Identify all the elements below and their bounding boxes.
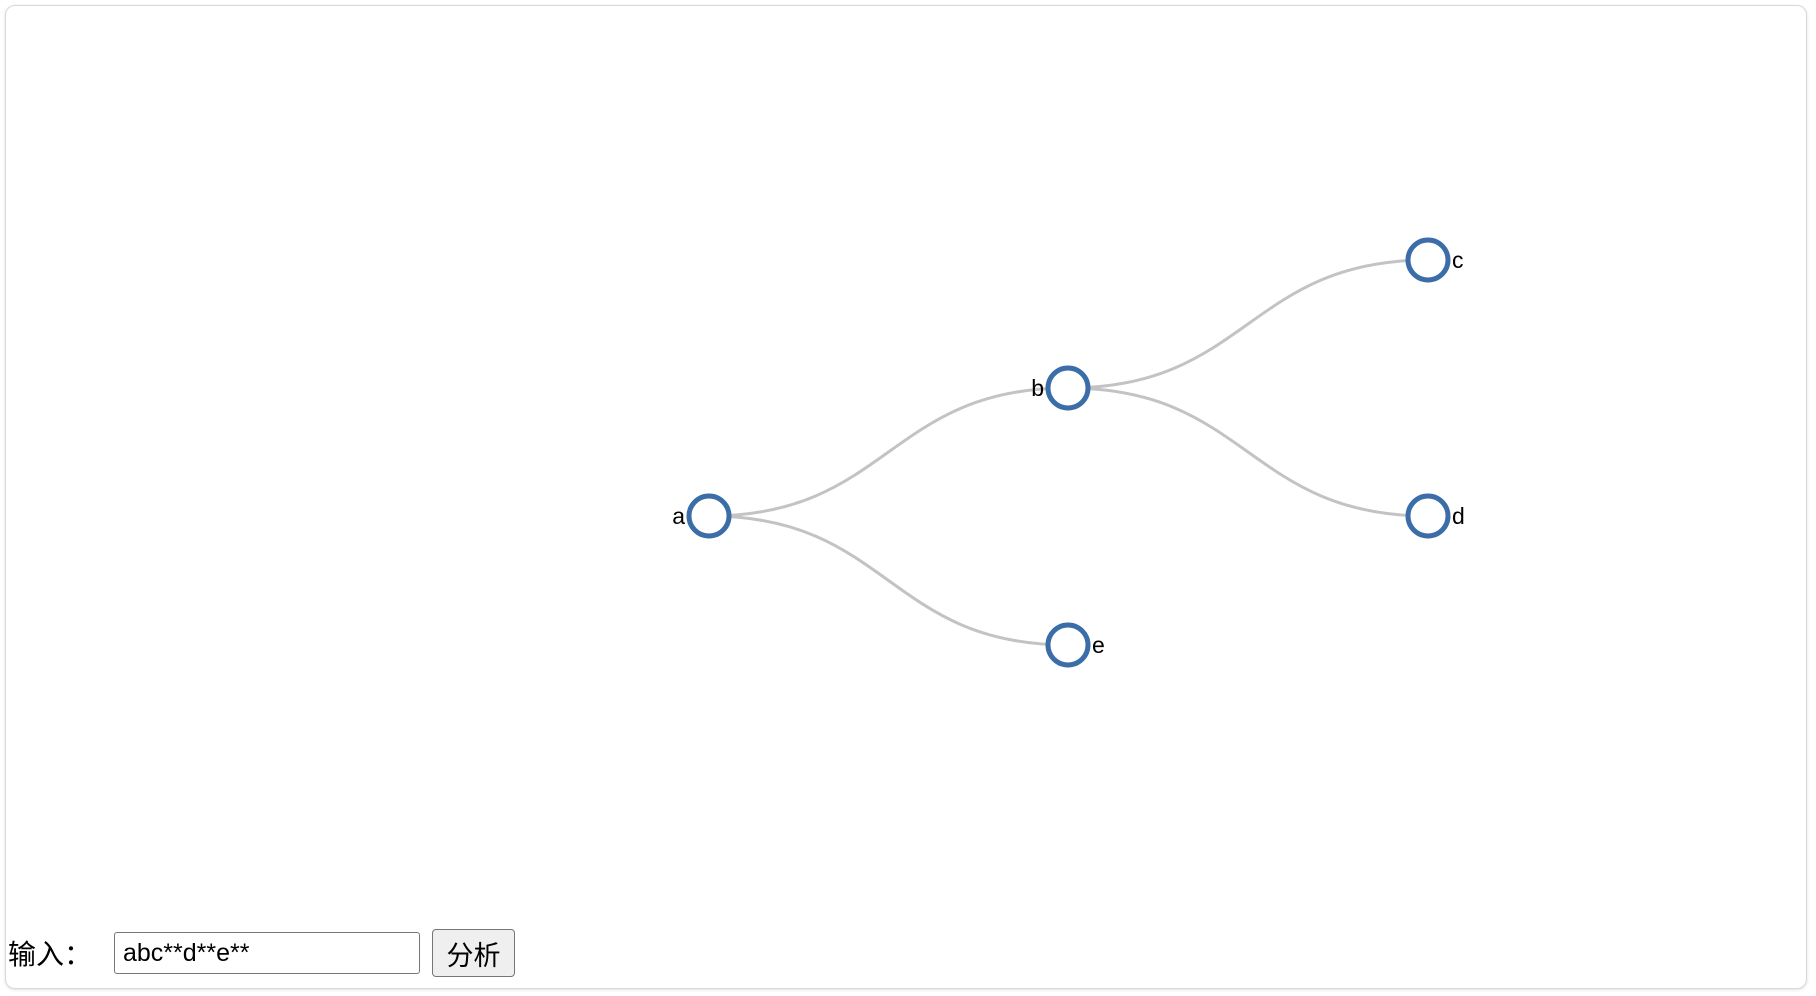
tree-link-a-b bbox=[708, 386, 1069, 518]
tree-links bbox=[708, 258, 1429, 647]
tree-link-b-d bbox=[1067, 386, 1429, 518]
input-label: 输入： bbox=[8, 938, 93, 971]
node-circle[interactable] bbox=[1045, 622, 1091, 668]
node-circle[interactable] bbox=[1405, 237, 1451, 283]
tree-link-b-c bbox=[1067, 258, 1429, 390]
tree-node-b[interactable]: b bbox=[1031, 365, 1091, 411]
node-label: d bbox=[1452, 503, 1465, 529]
expression-input[interactable] bbox=[114, 932, 420, 974]
node-circle[interactable] bbox=[686, 493, 732, 539]
tree-link-a-e bbox=[708, 514, 1069, 647]
node-label: b bbox=[1031, 375, 1044, 401]
tree-node-c[interactable]: c bbox=[1405, 237, 1464, 283]
node-circle[interactable] bbox=[1405, 493, 1451, 539]
node-label: c bbox=[1452, 247, 1464, 273]
tree-node-d[interactable]: d bbox=[1405, 493, 1465, 539]
analyze-button[interactable]: 分析 bbox=[432, 929, 515, 977]
tree-node-e[interactable]: e bbox=[1045, 622, 1105, 668]
input-row: 输入： 分析 bbox=[8, 928, 515, 978]
tree-nodes: a b c d e bbox=[672, 237, 1465, 668]
node-label: e bbox=[1092, 632, 1105, 658]
node-label: a bbox=[672, 503, 685, 529]
node-circle[interactable] bbox=[1045, 365, 1091, 411]
tree-node-a[interactable]: a bbox=[672, 493, 732, 539]
app-frame bbox=[5, 5, 1807, 989]
